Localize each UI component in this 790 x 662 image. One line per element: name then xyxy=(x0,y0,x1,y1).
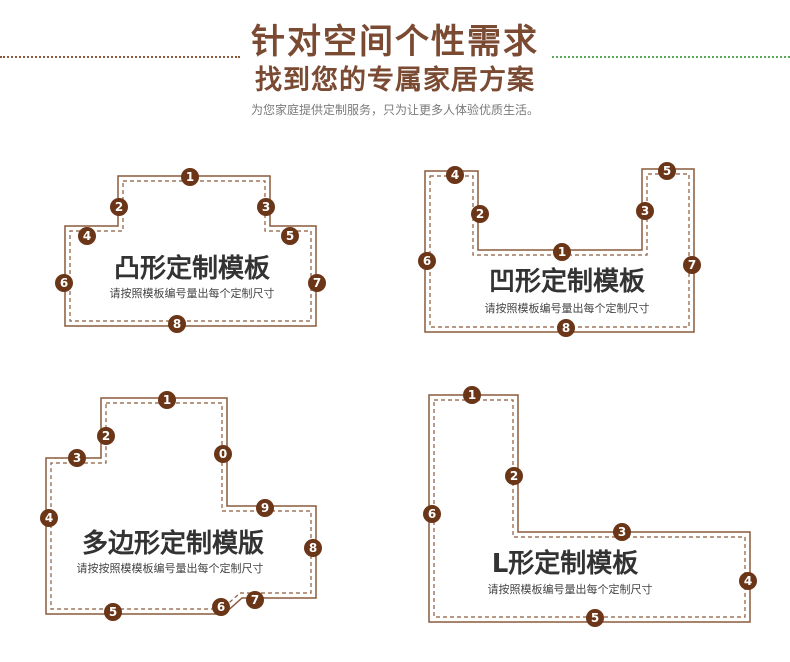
right-divider xyxy=(552,56,790,58)
marker-0: 0 xyxy=(214,445,232,463)
svg-text:7: 7 xyxy=(251,593,259,607)
marker-5: 5 xyxy=(586,609,604,627)
svg-text:5: 5 xyxy=(286,229,294,243)
svg-text:2: 2 xyxy=(476,207,484,221)
marker-2: 2 xyxy=(471,205,489,223)
svg-text:5: 5 xyxy=(109,605,117,619)
template-l-shape-outline-inner xyxy=(433,399,746,618)
marker-7: 7 xyxy=(308,274,326,292)
page-title: 针对空间个性需求 xyxy=(251,22,539,62)
template-convex-outline-inner xyxy=(69,180,312,322)
template-convex[interactable]: 凸形定制模板 请按照模板编号量出每个定制尺寸 1 2 3 4 5 6 7 8 xyxy=(55,168,326,333)
template-polygon-outline-inner xyxy=(50,402,312,610)
marker-4: 4 xyxy=(78,227,96,245)
marker-3: 3 xyxy=(68,449,86,467)
svg-text:6: 6 xyxy=(60,276,68,290)
svg-text:3: 3 xyxy=(641,204,649,218)
svg-text:4: 4 xyxy=(744,574,752,588)
marker-9: 9 xyxy=(256,499,274,517)
svg-text:0: 0 xyxy=(219,447,227,461)
template-concave[interactable]: 凹形定制模板 请按照模板编号量出每个定制尺寸 4 5 2 3 1 6 7 8 xyxy=(418,162,701,337)
svg-text:1: 1 xyxy=(163,393,171,407)
marker-8: 8 xyxy=(168,315,186,333)
svg-text:1: 1 xyxy=(558,245,566,259)
marker-6: 6 xyxy=(55,274,73,292)
marker-5: 5 xyxy=(281,227,299,245)
template-l-shape[interactable]: L形定制模板 请按照模板编号量出每个定制尺寸 1 2 6 3 4 5 xyxy=(423,386,757,627)
template-convex-outline xyxy=(64,175,317,327)
marker-2: 2 xyxy=(505,467,523,485)
tagline: 为您家庭提供定制服务，只为让更多人体验优质生活。 xyxy=(250,103,539,117)
marker-2: 2 xyxy=(110,198,128,216)
svg-text:1: 1 xyxy=(186,170,194,184)
marker-8: 8 xyxy=(557,319,575,337)
svg-text:6: 6 xyxy=(428,507,436,521)
marker-5: 5 xyxy=(658,162,676,180)
template-polygon[interactable]: 多边形定制模版 请按按照模模板编号量出每个定制尺寸 1 2 3 0 4 9 8 … xyxy=(40,391,322,621)
template-polygon-hint: 请按按照模模板编号量出每个定制尺寸 xyxy=(77,561,264,575)
template-polygon-title: 多边形定制模版 xyxy=(82,528,264,559)
svg-text:1: 1 xyxy=(468,388,476,402)
page-subtitle: 找到您的专属家居方案 xyxy=(255,65,535,96)
template-l-shape-hint: 请按照模板编号量出每个定制尺寸 xyxy=(488,582,653,596)
svg-text:2: 2 xyxy=(115,200,123,214)
svg-text:6: 6 xyxy=(217,600,225,614)
svg-text:7: 7 xyxy=(688,258,696,272)
template-l-shape-markers: 1 2 6 3 4 5 xyxy=(423,386,757,627)
marker-2: 2 xyxy=(97,427,115,445)
template-concave-outline-inner xyxy=(429,173,690,328)
marker-1: 1 xyxy=(158,391,176,409)
template-convex-title: 凸形定制模板 xyxy=(114,253,270,284)
svg-text:3: 3 xyxy=(262,200,270,214)
svg-text:9: 9 xyxy=(261,501,269,515)
header: 针对空间个性需求 找到您的专属家居方案 为您家庭提供定制服务，只为让更多人体验优… xyxy=(0,0,790,130)
template-l-shape-outline xyxy=(428,394,751,623)
template-concave-hint: 请按照模板编号量出每个定制尺寸 xyxy=(485,301,650,315)
svg-text:6: 6 xyxy=(423,254,431,268)
template-convex-markers: 1 2 3 4 5 6 7 8 xyxy=(55,168,326,333)
svg-text:4: 4 xyxy=(83,229,91,243)
marker-4: 4 xyxy=(739,572,757,590)
template-concave-title: 凹形定制模板 xyxy=(489,266,645,297)
left-divider xyxy=(0,56,240,58)
svg-text:5: 5 xyxy=(591,611,599,625)
marker-1: 1 xyxy=(463,386,481,404)
template-polygon-markers: 1 2 3 0 4 9 8 7 6 5 xyxy=(40,391,322,621)
marker-7: 7 xyxy=(683,256,701,274)
svg-text:2: 2 xyxy=(102,429,110,443)
marker-1: 1 xyxy=(553,243,571,261)
marker-4: 4 xyxy=(40,509,58,527)
svg-text:4: 4 xyxy=(451,168,459,182)
svg-text:8: 8 xyxy=(173,317,181,331)
marker-4: 4 xyxy=(446,166,464,184)
svg-text:2: 2 xyxy=(510,469,518,483)
marker-1: 1 xyxy=(181,168,199,186)
marker-6: 6 xyxy=(423,505,441,523)
marker-3: 3 xyxy=(636,202,654,220)
svg-text:8: 8 xyxy=(562,321,570,335)
svg-text:5: 5 xyxy=(663,164,671,178)
svg-text:8: 8 xyxy=(309,541,317,555)
template-l-shape-title: L形定制模板 xyxy=(492,548,639,579)
template-polygon-outline xyxy=(45,397,317,615)
svg-text:3: 3 xyxy=(73,451,81,465)
marker-7: 7 xyxy=(246,591,264,609)
marker-3: 3 xyxy=(257,198,275,216)
marker-6: 6 xyxy=(418,252,436,270)
marker-5: 5 xyxy=(104,603,122,621)
template-concave-outline xyxy=(424,168,695,333)
marker-6: 6 xyxy=(212,598,230,616)
svg-text:4: 4 xyxy=(45,511,53,525)
marker-8: 8 xyxy=(304,539,322,557)
template-concave-markers: 4 5 2 3 1 6 7 8 xyxy=(418,162,701,337)
svg-text:7: 7 xyxy=(313,276,321,290)
marker-3: 3 xyxy=(613,523,631,541)
template-convex-hint: 请按照模板编号量出每个定制尺寸 xyxy=(110,286,275,300)
svg-text:3: 3 xyxy=(618,525,626,539)
